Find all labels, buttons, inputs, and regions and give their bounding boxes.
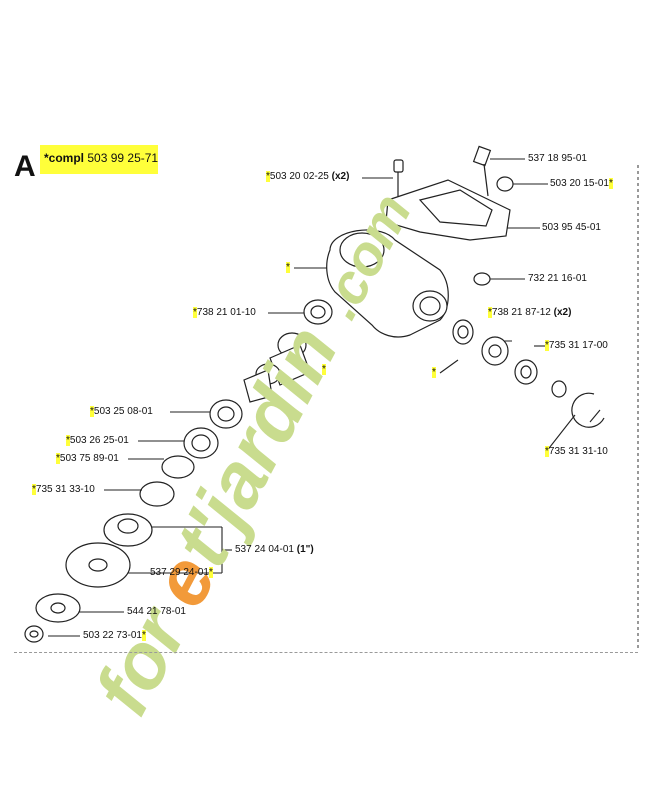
- part-star: *: [32, 484, 36, 495]
- part-star: *: [545, 446, 549, 457]
- part-number: 503 20 15-01: [550, 178, 609, 189]
- part-number: 537 18 95-01: [528, 153, 587, 164]
- part-star: *: [66, 435, 70, 446]
- part-label-l08: *738 21 87-12 (x2): [488, 307, 571, 319]
- part-number: 503 25 08-01: [93, 406, 153, 417]
- part-label-l06: 732 21 16-01: [528, 273, 587, 285]
- part-qty: (x2): [553, 307, 572, 318]
- part-label-l03: 503 20 15-01*: [550, 178, 613, 190]
- part-label-l11: *: [432, 367, 436, 379]
- part-label-l18: 537 29 24-01*: [150, 567, 213, 579]
- part-label-l15: *503 75 89-01: [56, 453, 119, 465]
- part-label-l17: 537 24 04-01 (1"): [235, 544, 314, 556]
- part-number: 735 31 33-10: [35, 484, 95, 495]
- part-label-l02: 537 18 95-01: [528, 153, 587, 165]
- part-number: 732 21 16-01: [528, 273, 587, 284]
- part-star: *: [56, 453, 60, 464]
- part-label-l04: 503 95 45-01: [542, 222, 601, 234]
- watermark-text-d: .com: [306, 183, 423, 328]
- part-number: 537 29 24-01: [150, 567, 209, 578]
- part-number: 503 20 02-25: [269, 171, 329, 182]
- part-number: 503 22 73-01: [83, 630, 142, 641]
- part-label-l12: *503 25 08-01: [90, 406, 153, 418]
- part-star: *: [208, 567, 213, 578]
- part-label-l16: *735 31 33-10: [32, 484, 95, 496]
- part-star: *: [90, 406, 94, 417]
- section-letter: A: [14, 150, 36, 183]
- part-star: *: [608, 178, 613, 189]
- part-star: *: [432, 367, 436, 378]
- part-number: 738 21 01-10: [196, 307, 256, 318]
- part-label-l07: *738 21 01-10: [193, 307, 256, 319]
- part-label-l13: *735 31 31-10: [545, 446, 608, 458]
- part-number: 503 26 25-01: [69, 435, 129, 446]
- compl-number: 503 99 25-71: [87, 151, 159, 165]
- part-star: *: [322, 364, 326, 375]
- leader-line-pinion: [439, 359, 459, 374]
- part-number: 503 75 89-01: [59, 453, 119, 464]
- part-star: *: [193, 307, 197, 318]
- part-star: *: [266, 171, 270, 182]
- part-label-l05: *: [286, 262, 290, 274]
- part-number: 738 21 87-12: [491, 307, 551, 318]
- part-number: 735 31 31-10: [548, 446, 608, 457]
- part-star: *: [545, 340, 549, 351]
- compl-highlight-box: [40, 145, 158, 174]
- part-label-l19: 544 21 78-01: [127, 606, 186, 618]
- part-star: *: [488, 307, 492, 318]
- part-qty: (x2): [331, 171, 350, 182]
- part-star: *: [141, 630, 146, 641]
- leader-line-circlip-2: [545, 414, 576, 453]
- part-qty: (1"): [296, 544, 314, 555]
- part-label-l10: *: [322, 364, 326, 376]
- part-label-l09: *735 31 17-00: [545, 340, 608, 352]
- compl-prefix: *compl: [44, 151, 85, 165]
- part-number: 544 21 78-01: [127, 606, 186, 617]
- part-star: *: [286, 262, 290, 273]
- compl-part-number: *compl 503 99 25-71: [44, 151, 158, 165]
- part-label-l01: *503 20 02-25 (x2): [266, 171, 349, 183]
- part-number: 503 95 45-01: [542, 222, 601, 233]
- part-number: 537 24 04-01: [235, 544, 294, 555]
- watermark-text-c: t'jardin: [156, 312, 354, 580]
- part-label-l14: *503 26 25-01: [66, 435, 129, 447]
- part-label-l20: 503 22 73-01*: [83, 630, 146, 642]
- dashed-separator: [14, 652, 638, 653]
- part-number: 735 31 17-00: [548, 340, 608, 351]
- leader-line-circlip: [589, 409, 601, 423]
